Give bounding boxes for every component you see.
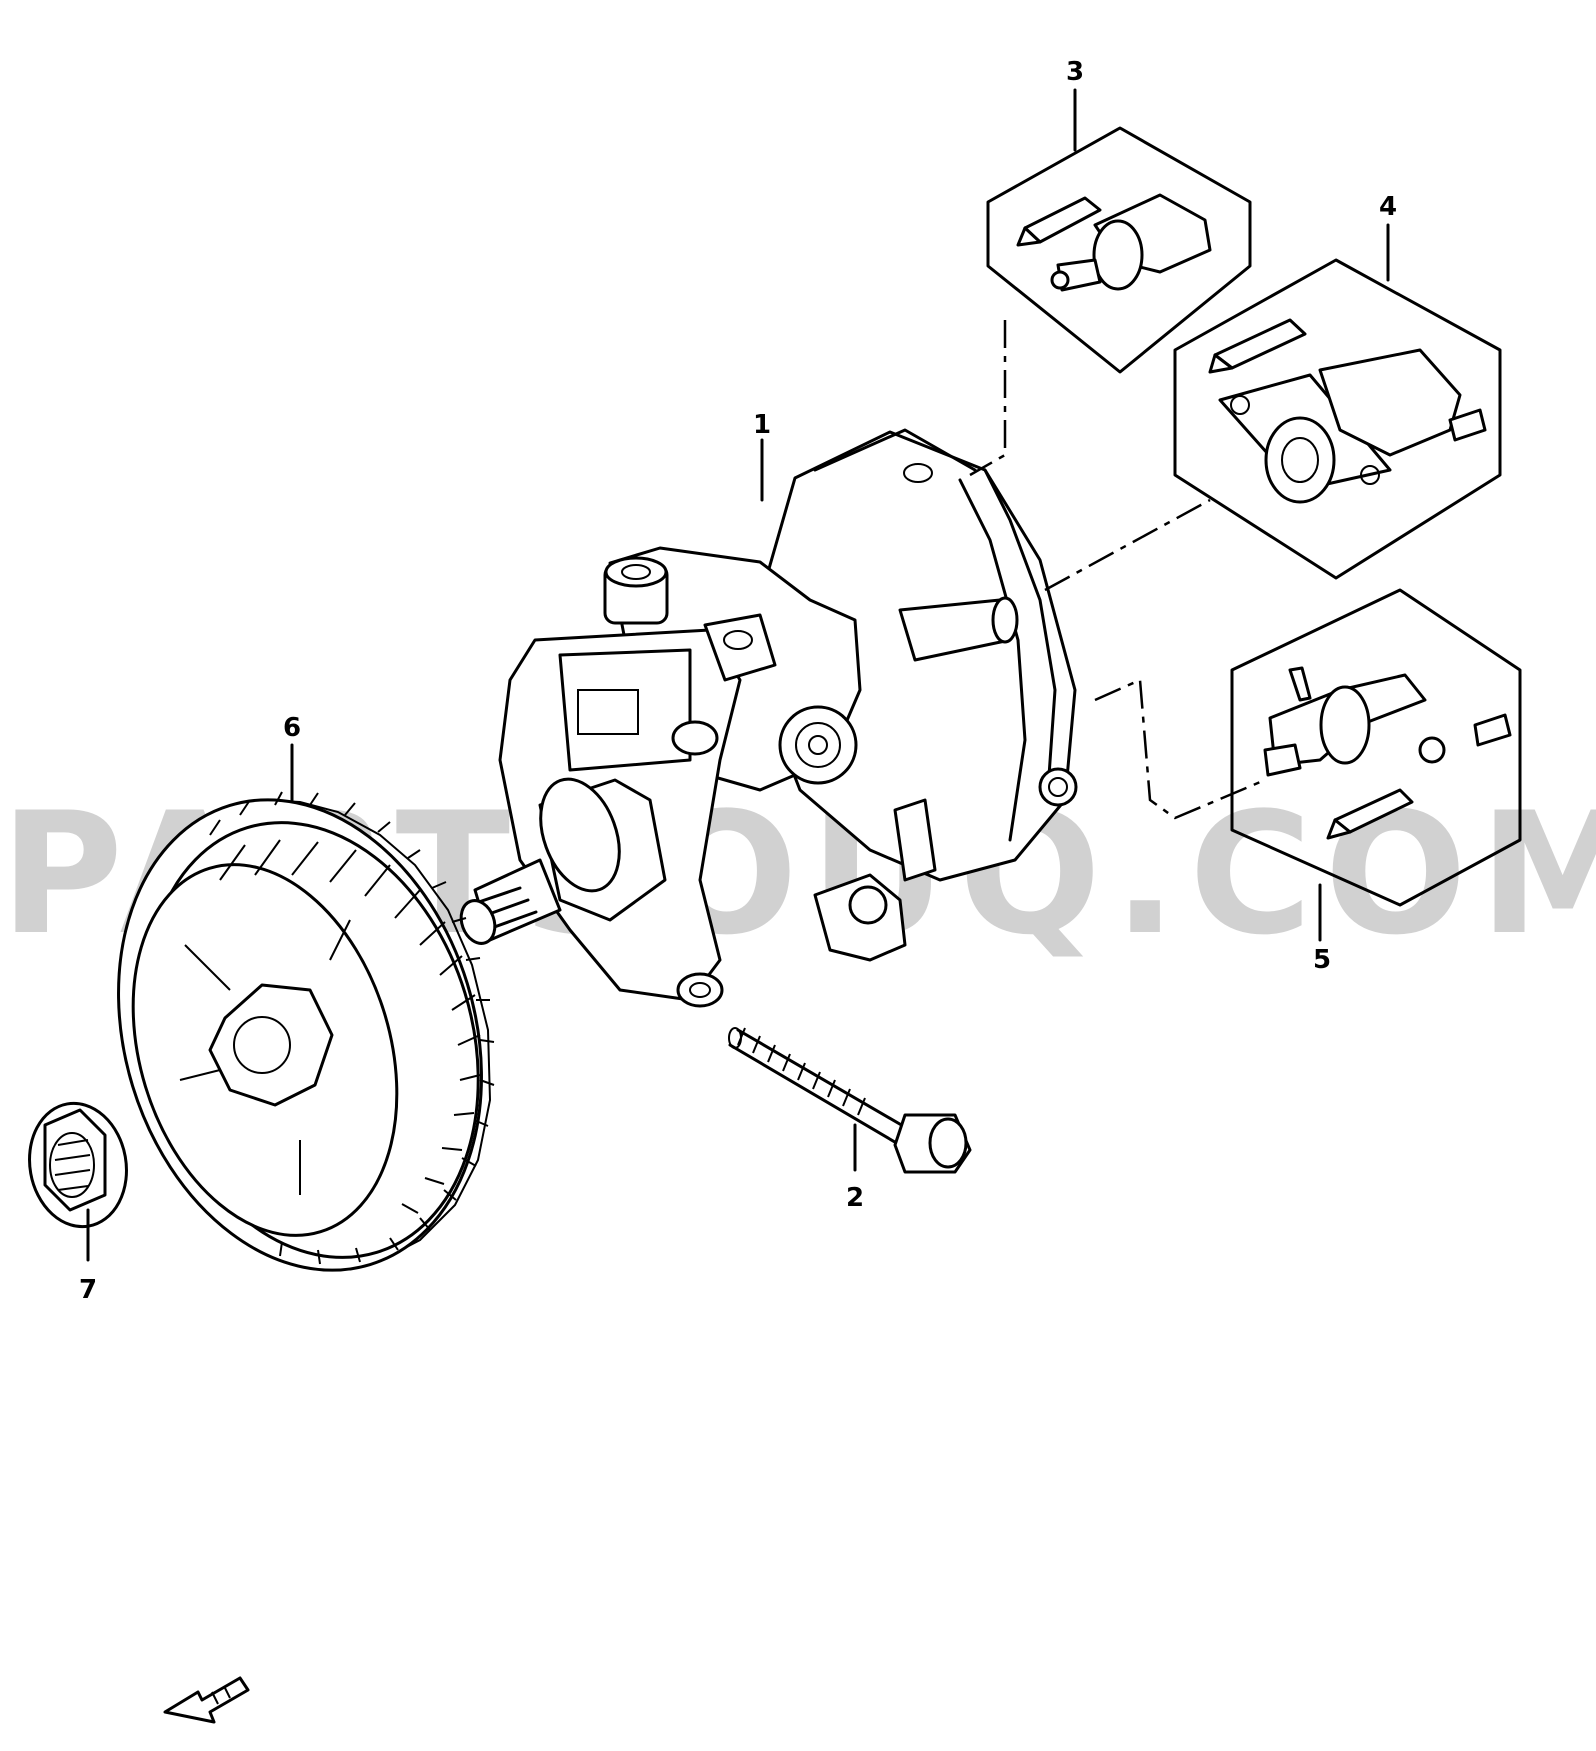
- pulley-teeth: [209, 791, 495, 1265]
- bolt-icon[interactable]: [728, 1027, 972, 1174]
- leader-lines: [86, 88, 1390, 1262]
- assembly-line: [1094, 678, 1266, 820]
- solenoid-valve-icon[interactable]: [1173, 258, 1502, 580]
- callout-1[interactable]: 1: [752, 410, 772, 440]
- fuel-injection-pump-icon[interactable]: [455, 428, 1078, 1008]
- callout-4[interactable]: 4: [1378, 192, 1398, 222]
- assembly-line: [1044, 498, 1211, 592]
- assembly-line: [969, 320, 1007, 477]
- front-direction-arrow-icon: [163, 1676, 250, 1724]
- solenoid-valve-icon[interactable]: [1230, 588, 1522, 907]
- callout-2[interactable]: 2: [845, 1183, 865, 1213]
- solenoid-valve-icon[interactable]: [986, 126, 1252, 374]
- nut-icon[interactable]: [20, 1096, 136, 1235]
- timing-pulley-icon[interactable]: [62, 754, 537, 1315]
- callout-3[interactable]: 3: [1065, 57, 1085, 87]
- callout-5[interactable]: 5: [1312, 945, 1332, 975]
- callout-6[interactable]: 6: [282, 713, 302, 743]
- callout-7[interactable]: 7: [78, 1275, 98, 1305]
